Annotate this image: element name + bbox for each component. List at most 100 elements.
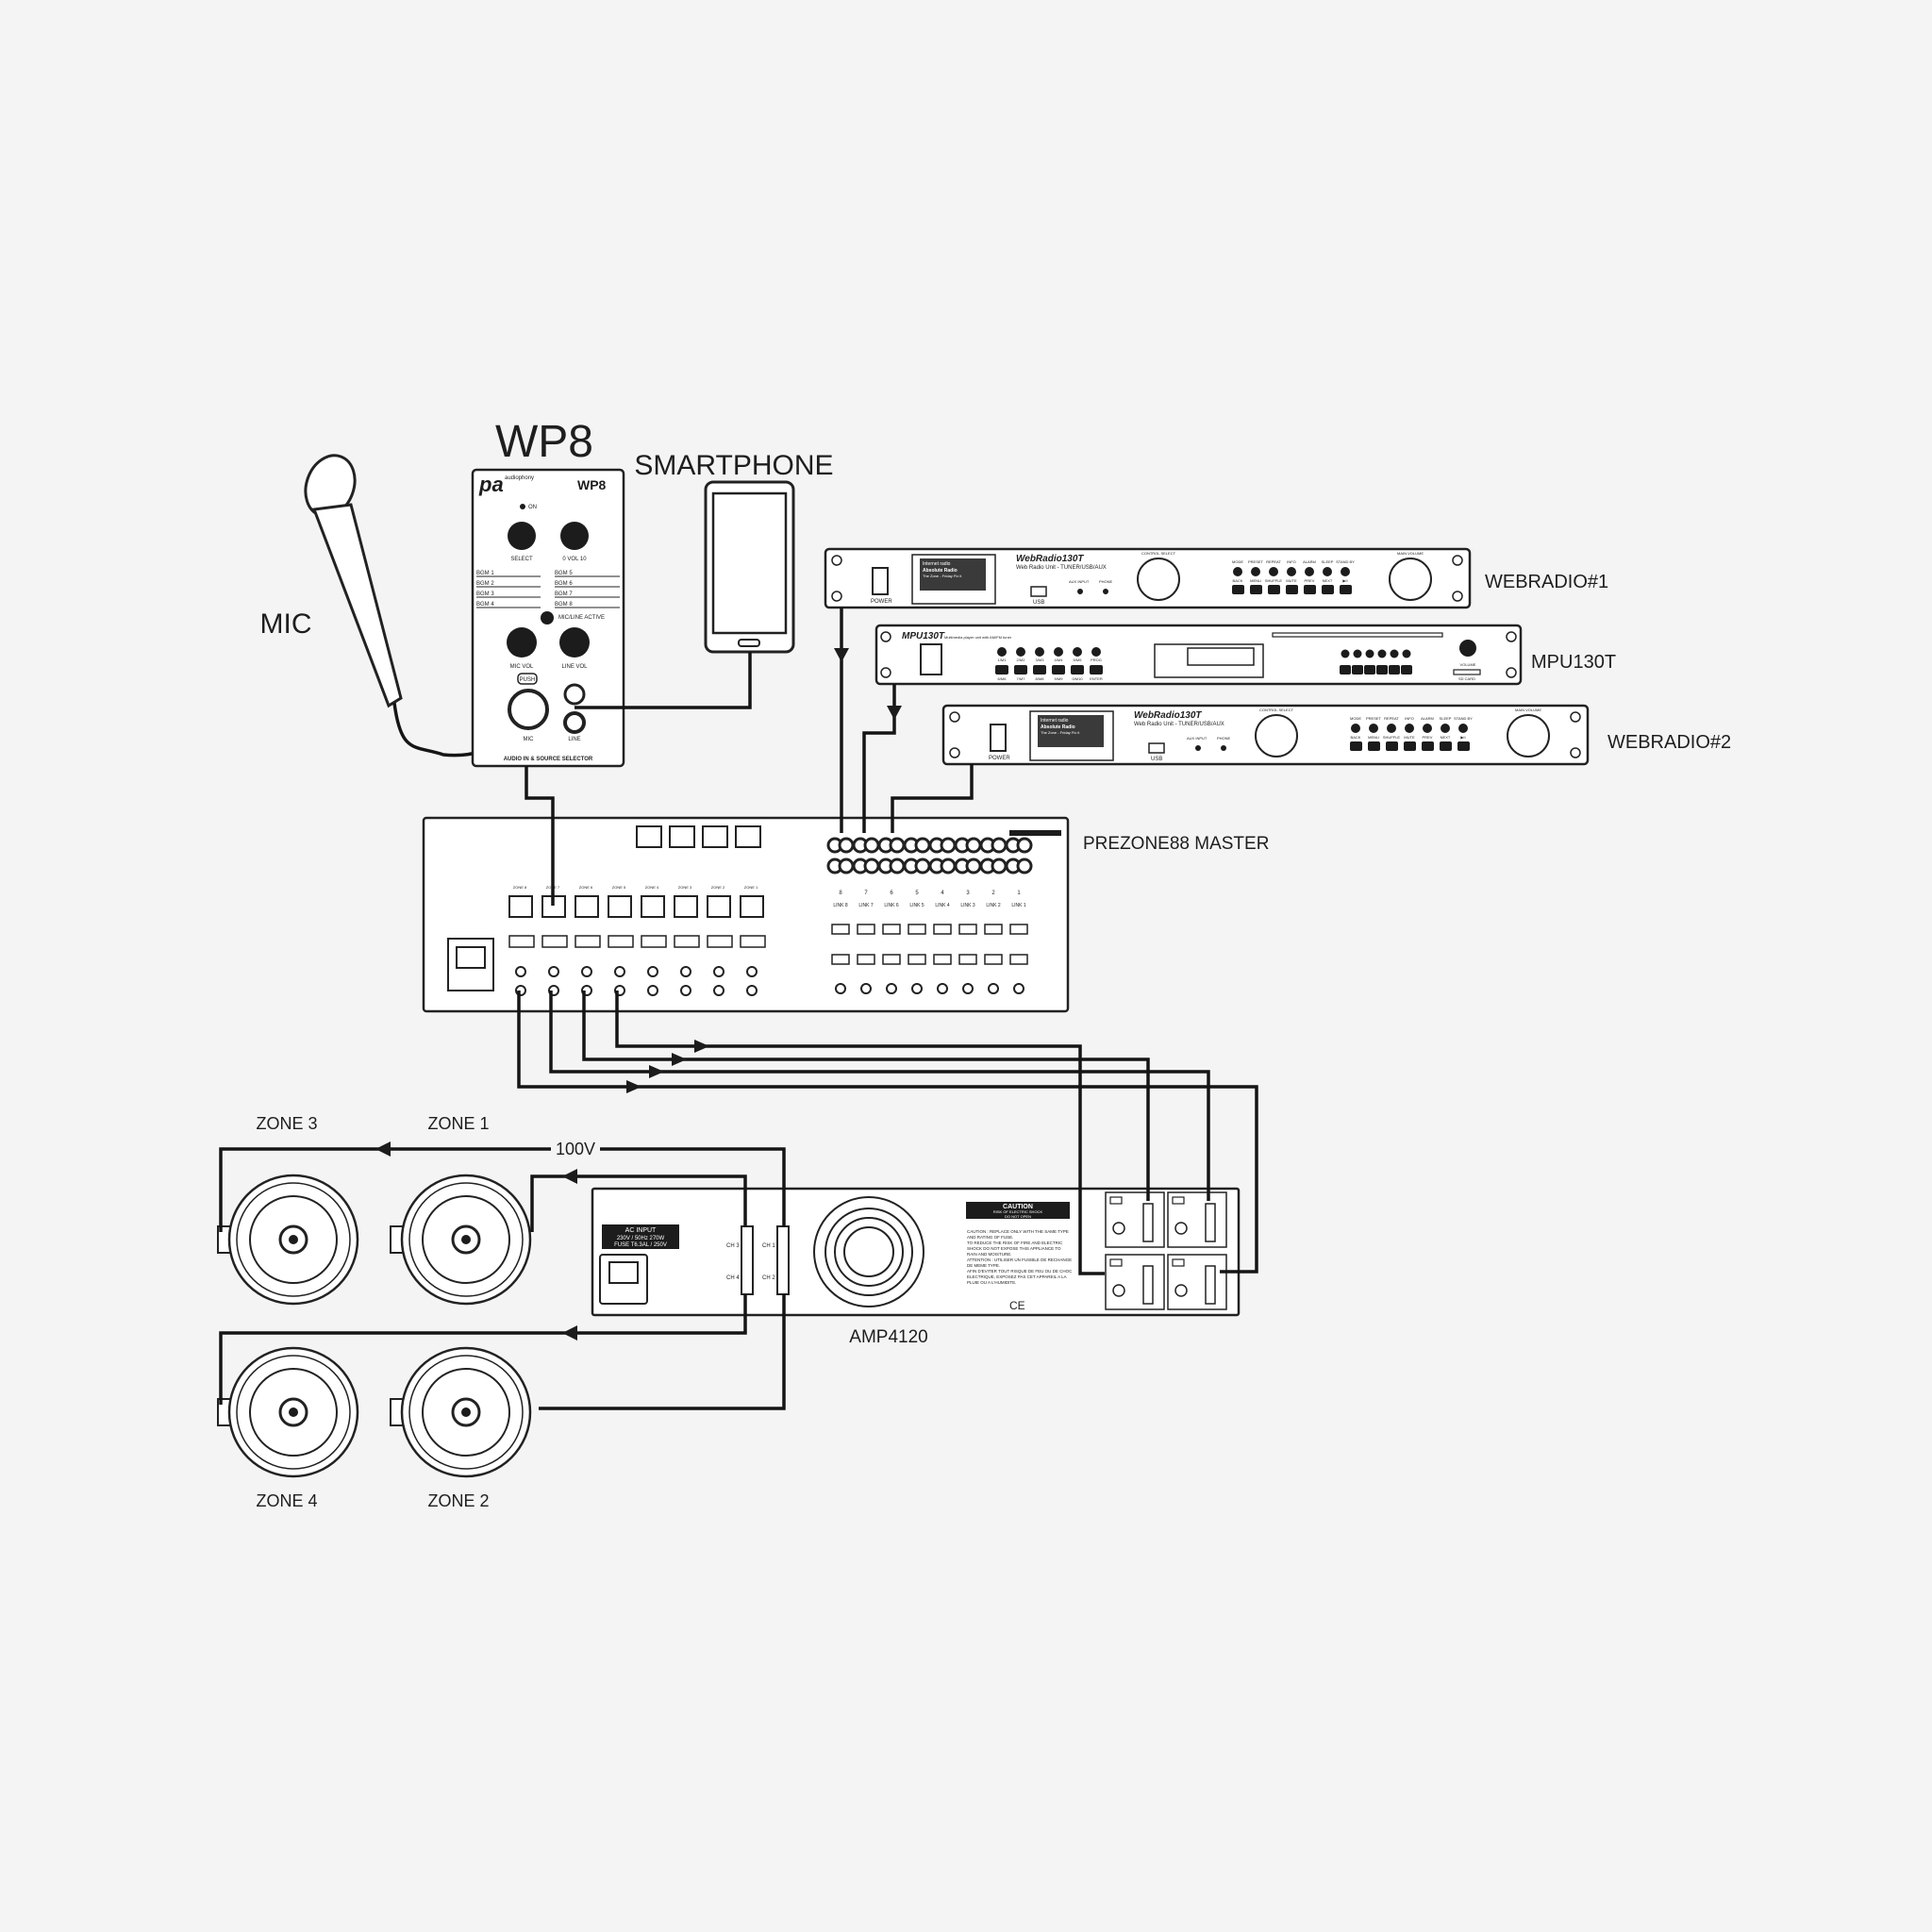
- round-button[interactable]: [1387, 724, 1396, 733]
- phone-jack[interactable]: [1221, 745, 1226, 751]
- round-button[interactable]: [1269, 567, 1278, 576]
- transport-button[interactable]: [1402, 649, 1411, 658]
- zone-rj45-port[interactable]: [641, 895, 665, 918]
- level-knob[interactable]: [937, 983, 948, 994]
- usb-port[interactable]: [1148, 742, 1165, 754]
- vol-knob[interactable]: [1174, 1222, 1188, 1235]
- zone-knob[interactable]: [746, 985, 758, 996]
- power-switch[interactable]: [872, 567, 889, 595]
- rca-jack[interactable]: [838, 837, 855, 854]
- round-button[interactable]: [1341, 567, 1350, 576]
- level-knob[interactable]: [911, 983, 923, 994]
- transport-button[interactable]: [1377, 649, 1387, 658]
- transport-button[interactable]: [1353, 649, 1362, 658]
- level-knob[interactable]: [835, 983, 846, 994]
- zone-terminal[interactable]: [740, 935, 766, 948]
- transport-button[interactable]: [1390, 649, 1399, 658]
- zone-knob[interactable]: [680, 985, 691, 996]
- square-button[interactable]: [1440, 741, 1452, 751]
- mode-switch[interactable]: [1109, 1258, 1123, 1267]
- square-button[interactable]: [1386, 741, 1398, 751]
- square-button[interactable]: [1322, 585, 1334, 594]
- transport-button[interactable]: [1340, 665, 1351, 675]
- square-button[interactable]: [1422, 741, 1434, 751]
- rca-jack[interactable]: [1016, 837, 1033, 854]
- vol-knob[interactable]: [1112, 1222, 1125, 1235]
- xlr-mic-jack[interactable]: [508, 689, 549, 730]
- sd-slot[interactable]: [1453, 669, 1481, 675]
- round-button[interactable]: [1287, 567, 1296, 576]
- preset-button[interactable]: [1016, 647, 1025, 657]
- round-button[interactable]: [1423, 724, 1432, 733]
- aux-jack[interactable]: [1195, 745, 1201, 751]
- phone-jack[interactable]: [1103, 589, 1108, 594]
- line-vol-knob[interactable]: [559, 627, 590, 658]
- round-button[interactable]: [1441, 724, 1450, 733]
- rca-jack[interactable]: [991, 858, 1008, 874]
- rca-jack[interactable]: [889, 837, 906, 854]
- transport-button[interactable]: [1364, 665, 1375, 675]
- preset-button[interactable]: [1073, 647, 1082, 657]
- input-terminal[interactable]: [1205, 1265, 1216, 1305]
- line-r-jack[interactable]: [563, 711, 586, 734]
- transport-button[interactable]: [1389, 665, 1400, 675]
- zone-level-knob[interactable]: [746, 966, 758, 977]
- power-switch[interactable]: [920, 643, 942, 675]
- zone-terminal[interactable]: [608, 935, 634, 948]
- zone-terminal[interactable]: [674, 935, 700, 948]
- round-button[interactable]: [1323, 567, 1332, 576]
- level-knob[interactable]: [962, 983, 974, 994]
- input-terminal[interactable]: [1205, 1203, 1216, 1242]
- preset-button[interactable]: [997, 647, 1007, 657]
- zone-level-knob[interactable]: [614, 966, 625, 977]
- preset-button[interactable]: [995, 665, 1008, 675]
- zone-terminal[interactable]: [641, 935, 667, 948]
- preset-button[interactable]: [1090, 665, 1103, 675]
- square-button[interactable]: [1368, 741, 1380, 751]
- rca-jack[interactable]: [838, 858, 855, 874]
- zone-level-knob[interactable]: [581, 966, 592, 977]
- preset-button[interactable]: [1054, 647, 1063, 657]
- zone-rj45-port[interactable]: [608, 895, 632, 918]
- transport-button[interactable]: [1365, 649, 1374, 658]
- square-button[interactable]: [1340, 585, 1352, 594]
- line-l-jack[interactable]: [563, 683, 586, 706]
- zone-terminal[interactable]: [707, 935, 733, 948]
- rca-jack[interactable]: [889, 858, 906, 874]
- rca-jack[interactable]: [1016, 858, 1033, 874]
- square-button[interactable]: [1350, 741, 1362, 751]
- square-button[interactable]: [1250, 585, 1262, 594]
- volume-knob[interactable]: [560, 522, 589, 550]
- input-terminal[interactable]: [1142, 1265, 1154, 1305]
- power-switch[interactable]: [990, 724, 1007, 752]
- round-button[interactable]: [1233, 567, 1242, 576]
- zone-rj45-port[interactable]: [674, 895, 698, 918]
- mode-switch[interactable]: [1172, 1196, 1185, 1205]
- transport-button[interactable]: [1341, 649, 1350, 658]
- round-button[interactable]: [1251, 567, 1260, 576]
- preset-button[interactable]: [1035, 647, 1044, 657]
- square-button[interactable]: [1457, 741, 1470, 751]
- mode-switch[interactable]: [1109, 1196, 1123, 1205]
- round-button[interactable]: [1351, 724, 1360, 733]
- mic-vol-knob[interactable]: [507, 627, 537, 658]
- zone-level-knob[interactable]: [647, 966, 658, 977]
- rca-jack[interactable]: [863, 858, 880, 874]
- volume-knob[interactable]: [1459, 640, 1476, 657]
- select-knob[interactable]: [508, 522, 536, 550]
- control-select-knob[interactable]: [1255, 714, 1298, 758]
- round-button[interactable]: [1369, 724, 1378, 733]
- rca-jack[interactable]: [940, 837, 957, 854]
- round-button[interactable]: [1305, 567, 1314, 576]
- zone-rj45-port[interactable]: [508, 895, 533, 918]
- square-button[interactable]: [1268, 585, 1280, 594]
- square-button[interactable]: [1404, 741, 1416, 751]
- square-button[interactable]: [1286, 585, 1298, 594]
- preset-button[interactable]: [1052, 665, 1065, 675]
- rca-jack[interactable]: [965, 837, 982, 854]
- preset-button[interactable]: [1071, 665, 1084, 675]
- rca-jack[interactable]: [991, 837, 1008, 854]
- zone-level-knob[interactable]: [515, 966, 526, 977]
- level-knob[interactable]: [860, 983, 872, 994]
- level-knob[interactable]: [988, 983, 999, 994]
